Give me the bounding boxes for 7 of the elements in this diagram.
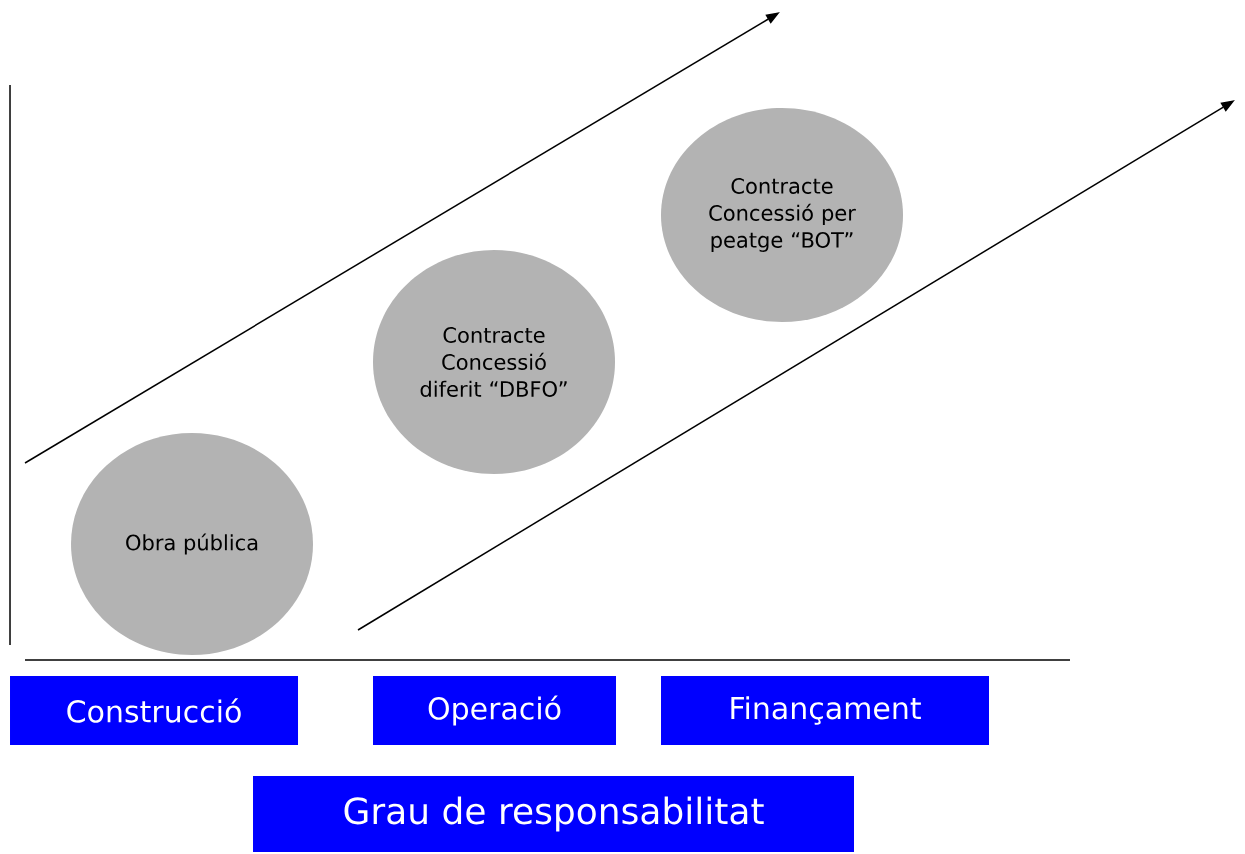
- label-box: Grau de responsabilitat: [253, 776, 854, 852]
- label-box: Construcció: [10, 676, 298, 745]
- ellipse-node: Contracte Concessió per peatge “BOT”: [661, 108, 903, 322]
- label-box: Finançament: [661, 676, 989, 745]
- ellipse-node: Obra pública: [71, 433, 313, 655]
- label-box: Operació: [373, 676, 616, 745]
- ellipse-node: Contracte Concessió diferit “DBFO”: [373, 250, 615, 474]
